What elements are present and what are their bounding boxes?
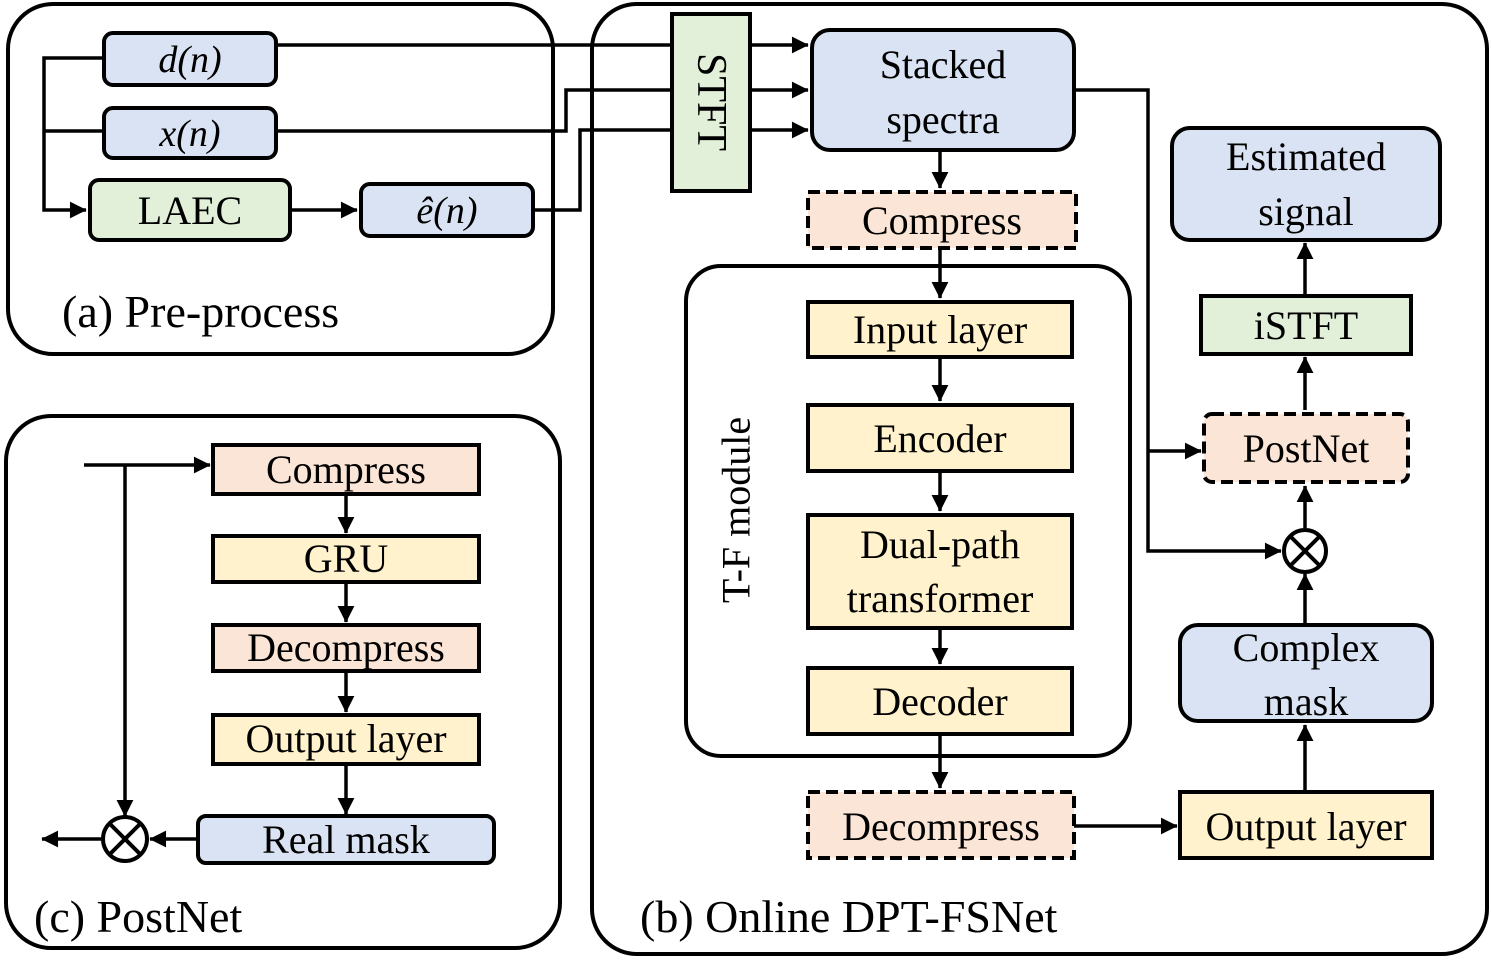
real-mask-box — [196, 814, 496, 865]
real-mask-label: Real mask — [262, 817, 430, 862]
gru-box — [211, 534, 481, 584]
stacked-spectra-box — [810, 28, 1076, 152]
decoder-label: Decoder — [872, 679, 1007, 724]
preprocess-panel — [6, 2, 555, 356]
multiply-operator-postnet — [101, 815, 149, 863]
input-layer-label: Input layer — [853, 307, 1027, 352]
postnet-panel — [4, 414, 562, 950]
complex-mask-line2: mask — [1264, 679, 1348, 724]
postnet-compress-box — [211, 443, 481, 496]
laec-box — [88, 178, 292, 242]
estimated-signal-line2: signal — [1258, 189, 1354, 234]
output-layer-label: Output layer — [1205, 804, 1406, 849]
postnet-output-layer-box — [211, 713, 481, 766]
istft-box — [1199, 294, 1413, 356]
dualpath-transformer-box — [806, 513, 1074, 630]
decoder-box — [806, 666, 1074, 736]
arrow-stacked-to-multiply — [1074, 88, 1282, 560]
encoder-label: Encoder — [873, 416, 1006, 461]
laec-label: LAEC — [138, 188, 242, 233]
compress-label: Compress — [862, 198, 1022, 243]
stft-box — [670, 12, 752, 193]
postnet-decompress-label: Decompress — [247, 625, 445, 670]
dualpath-line2: transformer — [847, 576, 1034, 621]
e-signal-label: ê(n) — [416, 190, 477, 232]
istft-label: iSTFT — [1254, 303, 1358, 348]
stacked-spectra-line2: spectra — [886, 97, 1000, 142]
dualpath-line1: Dual-path — [860, 522, 1020, 567]
estimated-signal-box — [1170, 126, 1442, 242]
postnet-box — [1202, 412, 1410, 484]
d-signal-label: d(n) — [158, 39, 221, 81]
arrow-d-to-laec — [42, 56, 104, 219]
encoder-box — [806, 403, 1074, 473]
postnet-label: PostNet — [1243, 426, 1370, 471]
postnet-output-layer-label: Output layer — [245, 716, 446, 761]
postnet-decompress-box — [211, 623, 481, 673]
online-panel — [590, 2, 1489, 956]
tf-module-frame — [684, 264, 1132, 758]
input-layer-box — [806, 300, 1074, 359]
stacked-spectra-line1: Stacked — [880, 42, 1007, 87]
decompress-box — [806, 790, 1076, 860]
d-signal-box — [102, 31, 278, 87]
output-layer-box — [1178, 790, 1434, 860]
multiply-operator-online — [1282, 528, 1328, 574]
tf-module-label: T-F module — [714, 417, 759, 603]
online-caption: (b) Online DPT-FSNet — [640, 891, 1058, 942]
postnet-caption: (c) PostNet — [34, 891, 242, 942]
preprocess-caption: (a) Pre-process — [62, 286, 339, 337]
x-signal-box — [102, 106, 278, 160]
x-signal-label: x(n) — [158, 113, 220, 155]
estimated-signal-line1: Estimated — [1226, 134, 1386, 179]
stft-label: STFT — [688, 53, 734, 151]
postnet-compress-label: Compress — [266, 447, 426, 492]
decompress-label: Decompress — [842, 804, 1040, 849]
complex-mask-line1: Complex — [1233, 625, 1380, 670]
e-signal-box — [359, 182, 535, 238]
compress-box — [806, 190, 1078, 250]
complex-mask-box — [1178, 623, 1434, 723]
gru-label: GRU — [304, 536, 389, 581]
